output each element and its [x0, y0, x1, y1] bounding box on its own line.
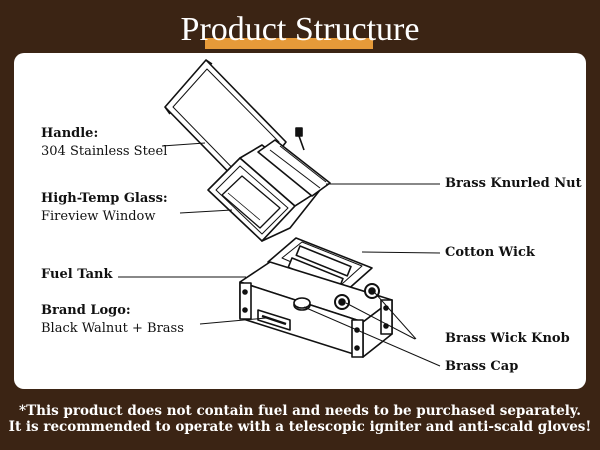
brass-cap	[293, 297, 311, 311]
leader-wick-knob-2	[374, 292, 417, 340]
label-glass: High-Temp Glass: Fireview Window	[41, 191, 168, 224]
label-cotton-wick: Cotton Wick	[445, 245, 535, 260]
label-fuel-tank: Fuel Tank	[41, 267, 113, 282]
brand-logo-plate	[257, 309, 291, 331]
leader-lines	[118, 142, 441, 367]
disclaimer-line-1: *This product does not contain fuel and …	[19, 403, 581, 419]
leader-cotton-wick	[361, 251, 441, 254]
disclaimer-note: *This product does not contain fuel and …	[0, 403, 600, 435]
leader-cap	[303, 306, 441, 367]
label-wick-knob: Brass Wick Knob	[445, 331, 570, 346]
label-knurled-nut: Brass Knurled Nut	[445, 176, 582, 191]
leader-logo	[199, 317, 267, 325]
handle-frame	[164, 59, 287, 193]
leader-handle	[161, 142, 206, 147]
disclaimer-line-2: It is recommended to operate with a tele…	[8, 419, 592, 435]
glass-housing	[207, 127, 331, 242]
label-cap: Brass Cap	[445, 359, 519, 374]
label-handle: Handle: 304 Stainless Steel	[41, 126, 168, 159]
wick-knobs	[334, 283, 380, 310]
fuel-tank	[239, 261, 393, 358]
page-title: Product Structure	[180, 11, 420, 49]
leader-wick-knob-1	[345, 302, 416, 340]
leader-glass	[179, 209, 233, 214]
title-underline	[205, 38, 373, 49]
label-logo: Brand Logo: Black Walnut + Brass	[41, 303, 184, 336]
